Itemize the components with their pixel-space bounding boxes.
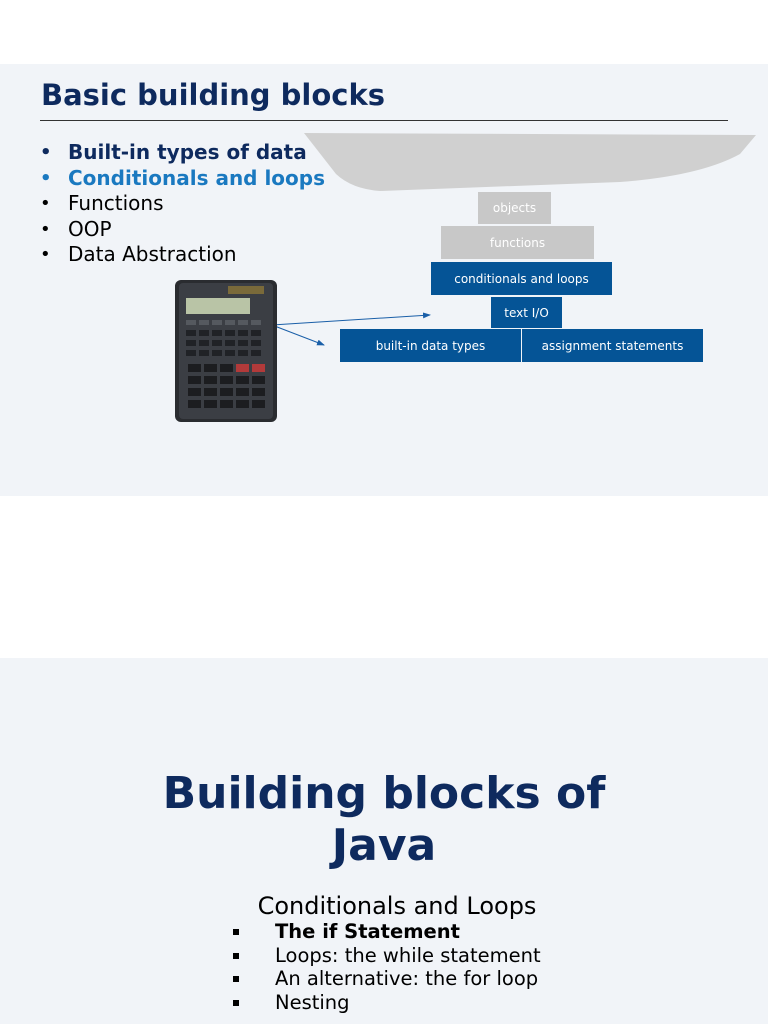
title-line-2: Java	[331, 820, 437, 871]
block-assignment-statements: assignment statements	[522, 329, 703, 362]
connector-arrows	[271, 312, 431, 346]
slide-title: Building blocks of Java	[0, 768, 768, 872]
bullet-builtin-types: Built-in types of data	[40, 140, 325, 166]
bullet-data-abstraction: Data Abstraction	[40, 242, 325, 268]
item-while-loop: Loops: the while statement	[230, 944, 541, 968]
topic-list: The if Statement Loops: the while statem…	[230, 920, 541, 1014]
lampshade-graphic	[304, 133, 756, 191]
bullet-functions: Functions	[40, 191, 325, 217]
bullet-oop: OOP	[40, 217, 325, 243]
title-divider	[40, 120, 728, 121]
slide-title: Basic building blocks	[41, 78, 386, 112]
calculator-icon	[175, 280, 277, 422]
topic-list: Built-in types of data Conditionals and …	[40, 140, 325, 268]
block-objects: objects	[478, 192, 551, 224]
slide-building-blocks-java: Building blocks of Java Conditionals and…	[0, 658, 768, 1024]
item-nesting: Nesting	[230, 991, 541, 1015]
bullet-conditionals-loops: Conditionals and loops	[40, 166, 325, 192]
block-text-io: text I/O	[491, 297, 562, 328]
block-builtin-data-types: built-in data types	[340, 329, 521, 362]
slide-basic-building-blocks: Basic building blocks Built-in types of …	[0, 64, 768, 496]
block-conditionals-loops: conditionals and loops	[431, 262, 612, 295]
slide-subtitle: Conditionals and Loops	[257, 892, 537, 920]
item-for-loop: An alternative: the for loop	[230, 967, 541, 991]
block-functions: functions	[441, 226, 594, 259]
title-line-1: Building blocks of	[162, 768, 606, 819]
item-if-statement: The if Statement	[230, 920, 541, 944]
